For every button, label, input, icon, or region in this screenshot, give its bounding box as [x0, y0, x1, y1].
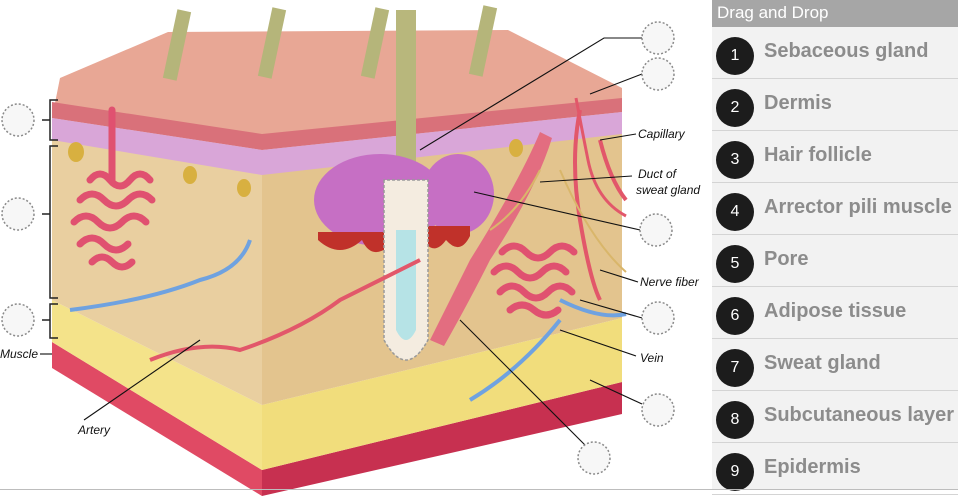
dermis-front [52, 118, 262, 405]
subcutaneous-front [52, 300, 262, 470]
duct-label-line2: sweat gland [636, 183, 700, 197]
draggable-item-9[interactable]: 9 Epidermis [712, 443, 958, 495]
bracket-dermis [42, 145, 58, 299]
drop-zones [1, 21, 675, 475]
item-label: Epidermis [764, 456, 861, 478]
subcutaneous-right [262, 318, 622, 470]
item-label: Hair follicle [764, 144, 872, 166]
pacinian-corpuscle [68, 142, 84, 162]
item-label: Dermis [764, 92, 832, 114]
hair-bulb [396, 230, 416, 340]
muscle-layer-right [262, 382, 622, 496]
draggable-item-7[interactable]: 7 Sweat gland [712, 339, 958, 391]
muscle-label: Muscle [0, 347, 38, 361]
draggable-item-2[interactable]: 2 Dermis [712, 79, 958, 131]
drop-zone-3[interactable] [1, 103, 35, 137]
draggable-item-8[interactable]: 8 Subcutaneous layer [712, 391, 958, 443]
item-label: Arrector pili muscle [764, 196, 952, 218]
pacinian-corpuscle [183, 166, 197, 184]
item-label: Sweat gland [764, 352, 881, 374]
draggable-item-4[interactable]: 4 Arrector pili muscle [712, 183, 958, 235]
sweat-gland-left [70, 106, 156, 271]
drop-zone-1[interactable] [641, 21, 675, 55]
leader-lines [83, 37, 643, 457]
drop-zone-5[interactable] [639, 213, 673, 247]
item-number-badge: 7 [716, 349, 754, 387]
capillary [574, 97, 627, 218]
drop-zone-6[interactable] [1, 303, 35, 337]
pacinian-corpuscle [237, 179, 251, 197]
stratum-purple [52, 112, 622, 175]
drop-zone-8[interactable] [641, 393, 675, 427]
item-number-badge: 6 [716, 297, 754, 335]
vein [69, 239, 627, 402]
pacinian-corpuscle [509, 139, 523, 157]
item-number-badge: 8 [716, 401, 754, 439]
sweat-gland-right [490, 242, 578, 319]
item-label: Pore [764, 248, 809, 270]
hair-shaft [257, 7, 287, 79]
sebaceous-gland [422, 154, 494, 234]
capillary-label: Capillary [638, 127, 686, 141]
hair-shaft [162, 9, 192, 81]
item-number-badge: 5 [716, 245, 754, 283]
epidermis-band [52, 98, 622, 150]
hair-shaft [360, 7, 390, 79]
duct-label-line1: Duct of [638, 167, 678, 181]
skin-diagram: Capillary Duct of sweat gland Nerve fibe… [0, 5, 700, 496]
drop-zone-2[interactable] [641, 57, 675, 91]
muscle-layer [52, 342, 262, 496]
vein-label: Vein [640, 351, 664, 365]
artery-label: Artery [77, 423, 111, 437]
draggable-item-3[interactable]: 3 Hair follicle [712, 131, 958, 183]
item-number-badge: 9 [716, 453, 754, 491]
bracket-epidermis [42, 99, 58, 141]
bottom-divider [0, 489, 958, 490]
item-label: Subcutaneous layer [764, 404, 955, 426]
panel-title: Drag and Drop [712, 0, 958, 27]
arrector-pili [430, 132, 552, 346]
item-label: Adipose tissue [764, 300, 907, 322]
item-number-badge: 1 [716, 37, 754, 75]
draggable-item-5[interactable]: 5 Pore [712, 235, 958, 287]
drop-zone-9[interactable] [577, 441, 611, 475]
drop-zone-4[interactable] [1, 197, 35, 231]
sebaceous-red [318, 232, 392, 253]
draggable-item-6[interactable]: 6 Adipose tissue [712, 287, 958, 339]
item-number-badge: 3 [716, 141, 754, 179]
nerve-fiber [489, 169, 627, 273]
item-label: Sebaceous gland [764, 40, 929, 62]
artery [149, 109, 628, 362]
draggable-item-1[interactable]: 1 Sebaceous gland [712, 27, 958, 79]
item-number-badge: 2 [716, 89, 754, 127]
nerve-fiber-label: Nerve fiber [640, 275, 700, 289]
item-number-badge: 4 [716, 193, 754, 231]
sebaceous-red [418, 226, 470, 249]
drag-drop-panel: Drag and Drop 1 Sebaceous gland 2 Dermis… [712, 0, 958, 495]
drop-zone-7[interactable] [641, 301, 675, 335]
bracket-subcutaneous [42, 303, 58, 339]
hair-shaft [468, 5, 498, 77]
